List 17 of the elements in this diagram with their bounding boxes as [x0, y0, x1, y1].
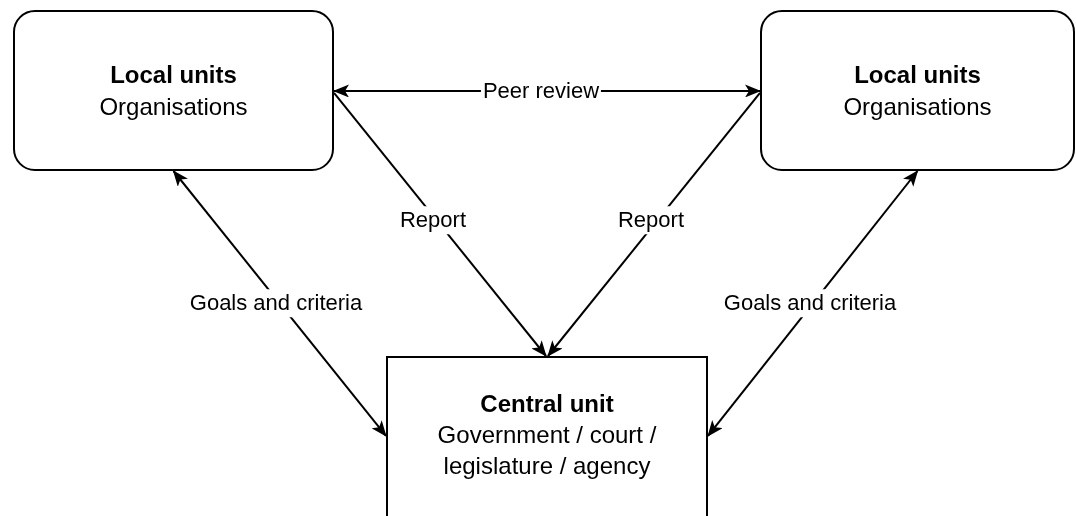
box-heading: Local units — [854, 60, 981, 91]
edge-label: Report — [398, 206, 468, 234]
box-text: Organisations — [99, 91, 248, 122]
box-text: Government / court / legislature / agency — [436, 420, 658, 482]
edge-label: Report — [616, 206, 686, 234]
arrow — [546, 91, 761, 357]
box-heading: Local units — [110, 60, 237, 91]
edge-label: Goals and criteria — [187, 289, 365, 317]
process-box — [386, 356, 708, 516]
edge-label: Goals and criteria — [721, 289, 899, 317]
arrow — [333, 91, 548, 357]
arrow — [172, 170, 387, 437]
rounded-box — [13, 10, 334, 171]
box-text: Organisations — [843, 91, 992, 122]
box-heading: Central unit — [480, 389, 614, 419]
arrow — [707, 170, 919, 437]
rounded-box — [760, 10, 1075, 171]
